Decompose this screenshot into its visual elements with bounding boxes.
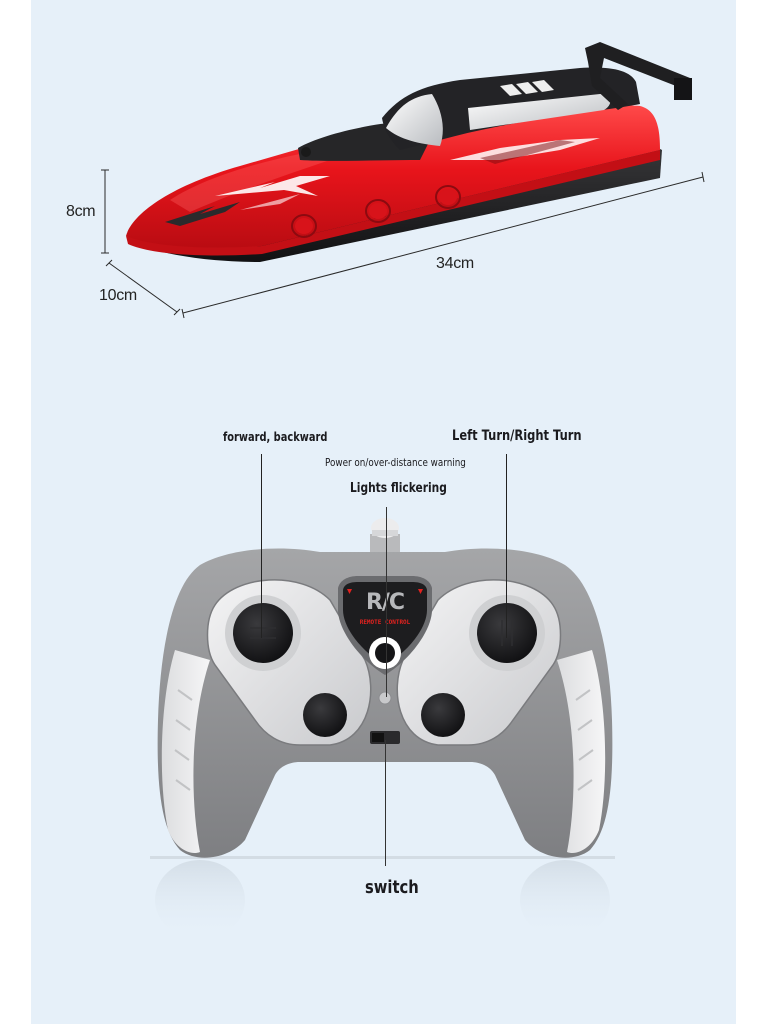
label-left-right-turn: Left Turn/Right Turn bbox=[452, 428, 582, 444]
right-joystick bbox=[477, 603, 537, 663]
boat-spoiler bbox=[585, 42, 692, 110]
label-forward-backward: forward, backward bbox=[223, 430, 328, 444]
boat-side-window bbox=[468, 94, 611, 130]
callout-line-switch bbox=[385, 740, 386, 866]
height-dimension-label: 8cm bbox=[66, 203, 96, 220]
controller-logo-sub: REMOTE CONTROL bbox=[359, 619, 411, 626]
indicator-light bbox=[378, 691, 392, 705]
left-trim-button bbox=[303, 693, 347, 737]
dimension-lines bbox=[101, 169, 705, 319]
callout-line-right-stick bbox=[506, 454, 507, 638]
left-joystick bbox=[233, 603, 293, 663]
label-lights-flickering: Lights flickering bbox=[350, 481, 447, 496]
controller-logo-main: R/C bbox=[365, 590, 405, 615]
label-switch: switch bbox=[365, 877, 419, 898]
callout-line-left-stick bbox=[261, 454, 262, 638]
width-dimension-label: 10cm bbox=[99, 287, 137, 304]
right-grip bbox=[557, 650, 606, 854]
boat-red-hull bbox=[126, 104, 660, 249]
portholes bbox=[291, 185, 461, 238]
right-trim-button bbox=[421, 693, 465, 737]
callout-line-lights bbox=[386, 507, 387, 697]
label-power-warning: Power on/over-distance warning bbox=[325, 456, 466, 469]
boat-windshield bbox=[386, 94, 443, 146]
length-dimension-label: 34cm bbox=[436, 255, 474, 272]
left-grip bbox=[161, 650, 210, 854]
